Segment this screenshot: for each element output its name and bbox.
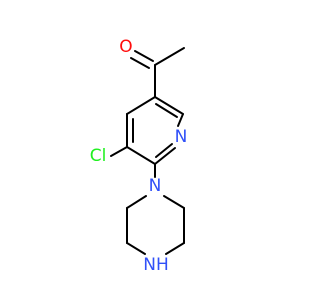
bond-pip-n-ca bbox=[126, 195, 147, 209]
atom-piperazine-nh: NH bbox=[143, 255, 169, 275]
bond-ring-c3-c4 bbox=[126, 96, 156, 115]
bond-ring-c2-c3 bbox=[154, 96, 184, 115]
bond-methyl-carbonyl bbox=[154, 47, 185, 66]
bond-ring-c5-c6 bbox=[126, 146, 156, 165]
bond-pip-n-cc bbox=[163, 195, 185, 209]
bond-pip-cd-nh bbox=[165, 242, 185, 255]
bonds bbox=[110, 47, 185, 255]
molecule-structure: O N Cl N NH bbox=[90, 37, 188, 275]
atom-labels: O N Cl N NH bbox=[90, 37, 188, 275]
bond-carbonyl-double-b bbox=[130, 57, 150, 69]
bond-pip-cb-nh bbox=[126, 242, 146, 255]
bond-carbonyl-double-a bbox=[134, 50, 154, 62]
bond-ring-c6-n1-inner bbox=[155, 143, 173, 158]
atom-oxygen: O bbox=[119, 37, 132, 57]
bond-ring-c6-n1 bbox=[154, 147, 176, 165]
bond-ring-c2-c3-inner bbox=[155, 103, 178, 118]
bond-ring-n1-c2 bbox=[177, 113, 184, 127]
atom-piperazine-nitrogen: N bbox=[149, 176, 162, 196]
bond-ring-chlorine bbox=[110, 146, 128, 157]
atom-pyridine-nitrogen: N bbox=[175, 127, 188, 147]
atom-chlorine: Cl bbox=[90, 146, 107, 166]
